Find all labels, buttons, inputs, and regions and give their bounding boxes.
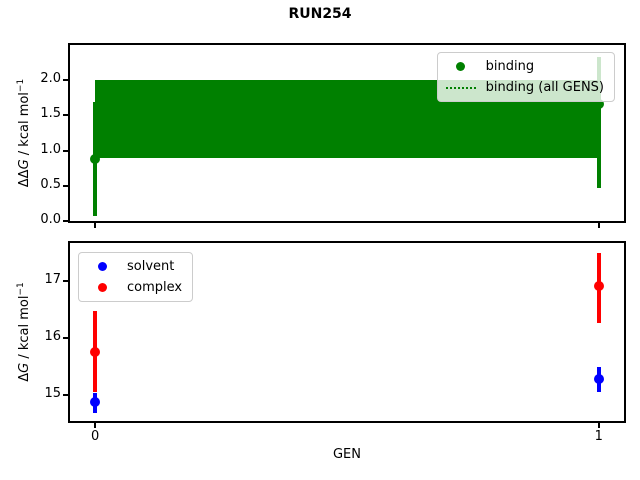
top-axes: binding binding (all GENS) 0.0 0.5 1.0 1.5 2… xyxy=(40,43,626,228)
legend-label-binding-all-gens: binding (all GENS) xyxy=(485,80,604,95)
y-tick-label: 2.0 xyxy=(40,71,61,87)
solvent-data-point xyxy=(593,374,604,385)
x-tick-label: 1 xyxy=(594,429,603,444)
y-tick-label: 1.5 xyxy=(40,106,61,122)
binding-dot-swatch xyxy=(456,62,466,71)
complex-dot-swatch xyxy=(97,283,107,292)
legend-swatch-area xyxy=(85,283,119,292)
y-tick xyxy=(63,336,68,339)
x-tick-label: 0 xyxy=(91,429,100,444)
y-tick xyxy=(63,184,68,187)
y-tick xyxy=(63,114,68,117)
bottom-y-axis-label: ΔG / kcal mol−1 xyxy=(15,282,33,382)
legend-item-complex: complex xyxy=(85,277,182,298)
x-tick xyxy=(94,223,97,228)
binding-all-gens-dotted-line-swatch xyxy=(445,86,476,89)
legend-label-binding: binding xyxy=(485,59,535,74)
binding-data-point xyxy=(90,154,101,165)
x-tick xyxy=(94,423,97,428)
y-tick-label: 0.5 xyxy=(40,176,61,192)
y-tick xyxy=(63,149,68,152)
figure-title: RUN254 xyxy=(288,6,352,22)
binding-error-bar xyxy=(596,56,601,188)
legend-item-binding-all-gens: binding (all GENS) xyxy=(444,77,604,98)
y-tick-label: 15 xyxy=(44,385,61,401)
x-axis-label: GEN xyxy=(332,447,361,462)
complex-data-point xyxy=(593,281,604,292)
y-tick xyxy=(63,79,68,82)
top-y-axis-label: ΔΔG / kcal mol−1 xyxy=(15,78,33,188)
complex-data-point xyxy=(90,346,101,357)
y-tick-label: 17 xyxy=(44,271,61,287)
legend-binding: binding binding (all GENS) xyxy=(436,52,615,102)
y-tick-label: 1.0 xyxy=(40,141,61,157)
solvent-dot-swatch xyxy=(97,262,107,271)
legend-dg: solvent complex xyxy=(78,252,194,302)
legend-swatch-area xyxy=(444,86,478,89)
legend-item-solvent: solvent xyxy=(85,256,182,277)
y-tick xyxy=(63,393,68,396)
legend-swatch-area xyxy=(444,62,478,71)
y-tick-label: 16 xyxy=(44,328,61,344)
legend-swatch-area xyxy=(85,262,119,271)
legend-label-solvent: solvent xyxy=(127,259,175,274)
binding-data-point xyxy=(593,99,604,110)
x-tick xyxy=(597,223,600,228)
legend-label-complex: complex xyxy=(127,280,183,295)
y-tick-label: 0.0 xyxy=(40,212,61,227)
legend-item-binding: binding xyxy=(444,56,604,77)
bottom-axes: solvent complex 0 1 15 16 17 xyxy=(44,241,626,444)
y-tick xyxy=(63,279,68,282)
y-tick xyxy=(63,220,68,222)
x-tick xyxy=(597,423,600,428)
solvent-data-point xyxy=(90,397,101,408)
